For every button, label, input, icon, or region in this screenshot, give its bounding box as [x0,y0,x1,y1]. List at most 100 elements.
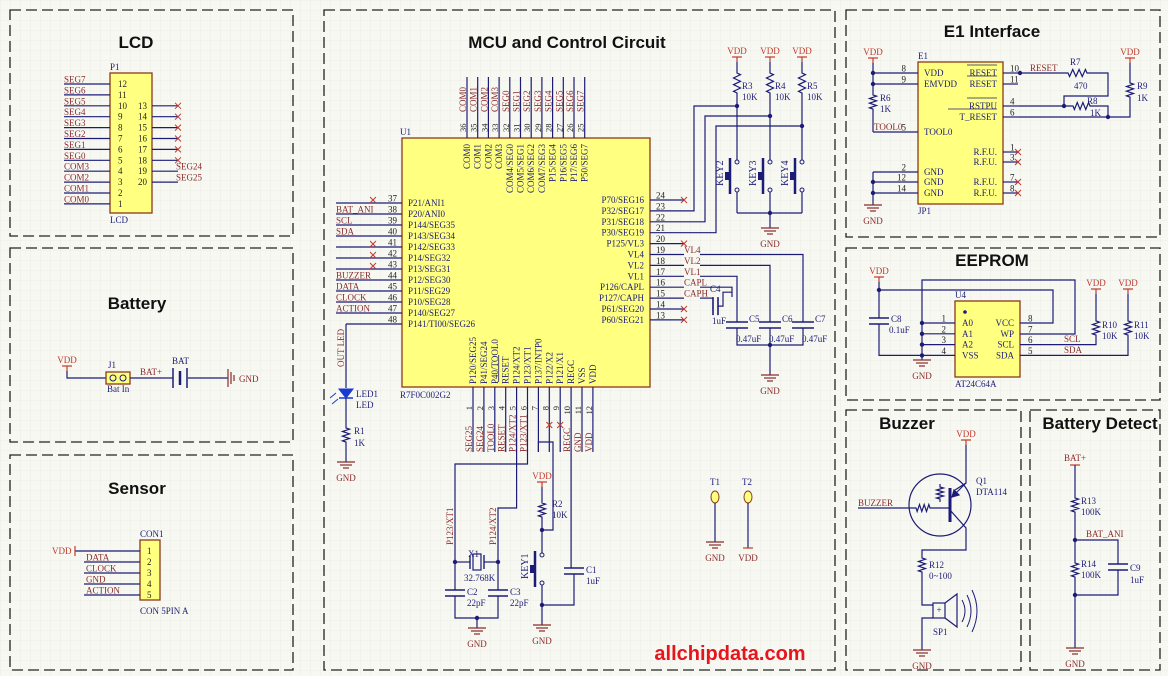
r6-value: 1K [880,104,892,114]
lcd-net-label: COM0 [64,194,90,204]
lcd-pin-number: 20 [138,177,148,187]
lcd-net-label: SEG24 [176,162,203,172]
c8-ref: C8 [891,314,902,324]
lcd-net-label: COM2 [64,173,89,183]
no-connect-icon [1014,189,1022,197]
c4-value: 1uF [712,316,726,326]
u1-pin-name: P17/SEG6 [569,144,579,183]
lcd-net-label: COM1 [64,184,89,194]
watermark-text: allchipdata.com [654,643,805,665]
con1-ref: CON1 [140,529,164,539]
c5-ref: C5 [749,314,760,324]
u1-pin-name: P140/SEG27 [408,308,456,318]
u1-pin-name: P60/SEG21 [601,315,644,325]
u1-pin-name: P137/INTP0 [533,338,543,384]
lcd-net-label: SEG6 [64,85,86,95]
lcd-pin-number: 13 [138,101,148,111]
r13-value: 100K [1081,507,1102,517]
u1-net-label: COM2 [479,87,489,112]
u1-pin-name: P13/SEG31 [408,264,451,274]
u1-pin-number: 19 [656,245,666,255]
u1-net-label: SEG4 [544,90,554,112]
u1-pin-number: 11 [573,406,583,414]
con1-pin-number: 5 [147,590,152,600]
u1-pin-number: 7 [529,406,539,410]
u1-net-label: SCL [336,216,353,226]
e1-pin-name: VDD [924,68,944,78]
xt1-net-label: P123/XT1 [445,507,455,545]
no-connect-icon [545,421,553,429]
u1-pin-number: 15 [656,289,666,299]
eeprom-wire [1020,338,1097,346]
u1-net-label: SEG3 [533,90,543,112]
ground-label: GND [467,639,487,649]
e1-pin-number: 11 [1010,75,1019,85]
q1-part: DTA114 [976,487,1007,497]
con1-pin-number: 3 [147,568,152,578]
no-connect-icon [174,124,182,131]
e1-pin-name: T_RESET [960,112,998,122]
x1-value: 32.768K [464,573,496,583]
u1-pin-number: 37 [388,194,398,204]
switch-contact [799,159,805,165]
section-eeprom-frame [845,247,1161,401]
u1-pin-name: P41/SEG24 [479,341,489,384]
key-pullup-resistor [765,70,775,96]
no-connect-icon [369,251,377,259]
vl-wire [700,264,771,322]
key-wire [684,115,770,223]
u1-pin-number: 26 [565,124,575,133]
u1-pin-number: 2 [475,406,485,410]
lcd-pin-number: 17 [138,144,148,154]
u1-pin-number: 30 [522,124,532,133]
lcd-pin-number: 19 [138,166,148,176]
section-buzzer-title: Buzzer [879,414,935,433]
u1-pin-name: P121/X1 [555,352,565,384]
no-connect-icon [1014,178,1022,186]
u1-pin-name: P10/SEG28 [408,297,451,307]
u1-pin-name: P16/SEG5 [558,144,568,183]
r14-ref: R14 [1081,559,1097,569]
lcd-net-label: SEG25 [176,173,203,183]
u1-net-label: VL4 [684,245,701,255]
pullup-value: 10K [775,92,791,102]
led1-ref: LED1 [356,389,378,399]
ground-label: GND [532,636,552,646]
u1-net-label: SEG25 [464,425,474,452]
power-label: VDD [760,46,780,56]
u4-part: AT24C64A [955,379,997,389]
u1-pin-number: 10 [562,406,572,415]
buzzer-wire [921,617,933,650]
r11-ref: R11 [1134,320,1149,330]
u1-pin-number: 29 [533,124,543,133]
r14-resistor [1069,560,1081,580]
u1-net-label: CAPL [684,278,707,288]
u1-pin-number: 21 [656,223,665,233]
eeprom-wire [878,324,922,356]
u1-pin-number: 44 [388,271,398,281]
r2-value: 10K [552,510,568,520]
u1-pin-number: 28 [544,124,554,133]
buzzer-wire [921,575,933,606]
key-wire [684,125,802,234]
jumper-pin [109,374,117,382]
u1-pin-number: 9 [551,406,561,410]
j1-part: Bat In [107,384,130,394]
u1-pin-name: P123/XT1 [523,346,533,384]
u1-pin-number: 38 [388,205,398,215]
u4-pin-number: 8 [1028,314,1033,324]
u1-net-label: COM1 [469,87,479,112]
r2-ref: R2 [552,499,563,509]
u1-pin-number: 16 [656,278,666,288]
q1-ref: Q1 [976,476,987,486]
vl-wire [700,275,738,322]
tool0-net-label: TOOL0 [874,122,903,132]
speaker-icon [932,602,946,619]
u4-pin-number: 7 [1028,324,1033,334]
lcd-pin-number: 3 [118,177,123,187]
u1-pin-name: COM0 [462,144,472,170]
u1-pin-name: COM4/SEG0 [505,144,515,194]
c2-ref: C2 [467,587,478,597]
ground-label: GND [760,386,780,396]
c4-wire [718,291,732,307]
